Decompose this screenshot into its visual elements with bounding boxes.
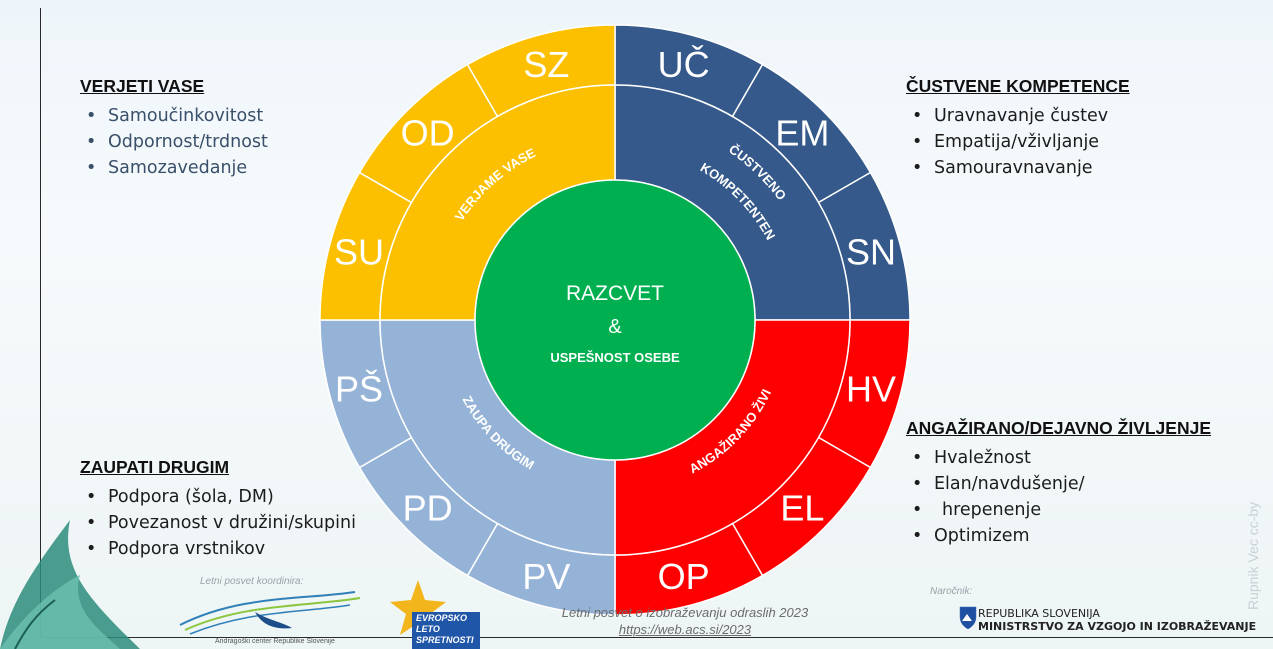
outer-segment-label: UČ — [658, 44, 710, 85]
side-credit-watermark: Rupnik Vec cc-by — [1245, 501, 1261, 610]
outer-segment-label: SZ — [523, 44, 569, 85]
outer-segment-label: PŠ — [335, 369, 383, 410]
list-item: Podpora (šola, DM) — [80, 484, 356, 510]
outer-segment-label: EL — [780, 487, 824, 528]
slovenia-coat-of-arms-icon — [959, 606, 977, 630]
acs-caption: Andragoški center Republike Slovenije — [215, 638, 335, 645]
outer-segment-label: SU — [334, 231, 384, 272]
ministry-name: MINISTRSTVO ZA VZGOJO IN IZOBRAŽEVANJE — [978, 620, 1257, 633]
client-note: Naročnik: — [930, 586, 973, 597]
ministry-republic: REPUBLIKA SLOVENIJA — [978, 607, 1100, 620]
section-zaupati-drugim: ZAUPATI DRUGIM Podpora (šola, DM) Poveza… — [80, 457, 356, 562]
slide-frame — [40, 8, 1273, 638]
bullet-list: Podpora (šola, DM) Povezanost v družini/… — [80, 484, 356, 562]
list-item: Hvaležnost — [906, 445, 1211, 471]
section-verjeti-vase: VERJETI VASE Samoučinkovitost Odpornost/… — [80, 76, 268, 181]
list-item: Podpora vrstnikov — [80, 536, 356, 562]
list-item: Povezanost v družini/skupini — [80, 510, 356, 536]
section-heading: VERJETI VASE — [80, 76, 205, 96]
decorative-splash-graphic — [0, 520, 140, 649]
list-item: Samozavedanje — [80, 155, 268, 181]
list-item: Uravnavanje čustev — [906, 103, 1130, 129]
outer-segment-label: PV — [522, 556, 570, 597]
list-item: Optimizem — [906, 523, 1211, 549]
conference-title: Letni posvet o izobraževanju odraslih 20… — [561, 605, 809, 620]
list-item: Elan/navdušenje/ — [906, 471, 1211, 497]
european-year-of-skills-logo — [390, 580, 480, 649]
center-circle — [474, 179, 756, 461]
conference-footer: Letni posvet o izobraževanju odraslih 20… — [520, 604, 850, 638]
outer-segment-label: EM — [775, 113, 829, 154]
center-ampersand: & — [608, 316, 622, 338]
outer-segment-label: OD — [401, 113, 455, 154]
section-heading: ZAUPATI DRUGIM — [80, 457, 230, 477]
bullet-list: Hvaležnost Elan/navdušenje/ hrepenenje O… — [906, 445, 1211, 549]
eu-year-line3: SPRETNOSTI — [416, 635, 474, 645]
bullet-list: Uravnavanje čustev Empatija/vživljanje S… — [906, 103, 1130, 181]
outer-segment-label: SN — [846, 231, 896, 272]
ministry-label: REPUBLIKA SLOVENIJA MINISTRSTVO ZA VZGOJ… — [978, 607, 1256, 633]
center-subtitle: USPEŠNOST OSEBE — [550, 350, 680, 365]
conference-link[interactable]: https://web.acs.si/2023 — [618, 622, 752, 637]
coordinator-note: Letni posvet koordinira: — [200, 576, 304, 587]
eu-year-line2: LETO — [416, 624, 440, 634]
list-item: Samouravnavanje — [906, 155, 1130, 181]
bullet-list: Samoučinkovitost Odpornost/trdnost Samoz… — [80, 103, 268, 181]
acs-logo — [179, 591, 361, 635]
outer-segment-label: OP — [658, 556, 710, 597]
list-item: Samoučinkovitost — [80, 103, 268, 129]
list-item-continuation: hrepenenje — [906, 497, 1211, 523]
outer-segment-label: PD — [403, 487, 453, 528]
list-item: Empatija/vživljanje — [906, 129, 1130, 155]
list-item: Odpornost/trdnost — [80, 129, 268, 155]
section-angazirano-zivljenje: ANGAŽIRANO/DEJAVNO ŽIVLJENJE Hvaležnost … — [906, 418, 1211, 549]
section-heading: ČUSTVENE KOMPETENCE — [906, 76, 1130, 96]
section-heading: ANGAŽIRANO/DEJAVNO ŽIVLJENJE — [906, 418, 1211, 438]
outer-segment-label: HV — [846, 369, 896, 410]
center-title: RAZCVET — [566, 282, 664, 305]
section-custvene-kompetence: ČUSTVENE KOMPETENCE Uravnavanje čustev E… — [906, 76, 1130, 181]
eu-year-line1: EVROPSKO — [416, 613, 468, 623]
